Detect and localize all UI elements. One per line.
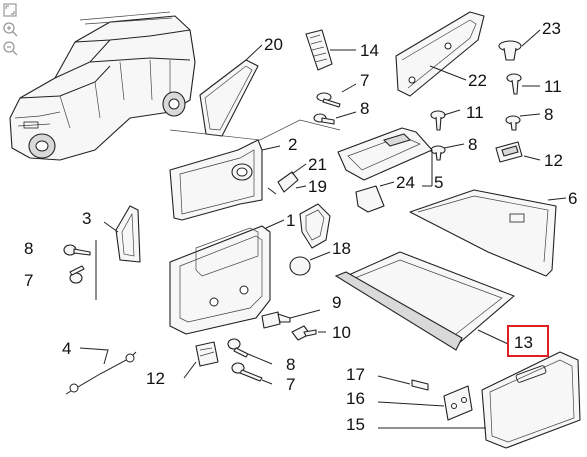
fastener-8-lower[interactable] (227, 338, 273, 365)
callout-10[interactable]: 10 (332, 323, 351, 342)
fastener-8-left[interactable] (63, 244, 91, 256)
part-23-clip[interactable] (498, 29, 541, 61)
callout-13-highlight[interactable]: 13 (507, 325, 549, 357)
callout-16[interactable]: 16 (346, 389, 365, 408)
callout-1[interactable]: 1 (286, 211, 295, 230)
expand-icon[interactable] (2, 2, 18, 18)
zoom-toolbar (2, 2, 22, 59)
callout-24[interactable]: 24 (396, 173, 415, 192)
callout-8-mid[interactable]: 8 (468, 135, 477, 154)
callout-4[interactable]: 4 (62, 339, 71, 358)
part-6-floor-panel[interactable] (409, 189, 567, 277)
callout-7-lower[interactable]: 7 (286, 375, 295, 394)
part-12-lower-clip[interactable] (183, 341, 219, 379)
part-3-pillar-trim[interactable] (95, 205, 141, 300)
fastener-8-top[interactable] (313, 111, 357, 125)
callout-14[interactable]: 14 (360, 41, 379, 60)
fastener-11-mid[interactable] (430, 109, 461, 131)
callout-22[interactable]: 22 (468, 71, 487, 90)
part-16-bracket[interactable] (377, 385, 473, 421)
callout-11-mid[interactable]: 11 (466, 103, 484, 122)
part-19-mount[interactable] (267, 185, 307, 195)
callout-6[interactable]: 6 (568, 189, 577, 208)
part-14-vent-grille[interactable] (305, 29, 356, 71)
part-22-upper-trim[interactable] (395, 11, 485, 97)
fastener-9[interactable] (261, 309, 321, 329)
callout-7-top[interactable]: 7 (360, 71, 369, 90)
callout-8-top[interactable]: 8 (360, 99, 369, 118)
part-2-upper-side-trim[interactable] (169, 119, 341, 221)
vehicle-thumbnail (9, 11, 196, 161)
part-19-pad[interactable] (299, 203, 331, 249)
callout-12-right[interactable]: 12 (544, 151, 563, 170)
callout-labels: 20 14 23 7 22 11 8 11 8 2 8 21 12 19 24 … (24, 19, 577, 434)
fastener-7-left[interactable] (69, 265, 85, 284)
part-15-side-cover[interactable] (378, 351, 581, 449)
part-5-storage-tray[interactable] (337, 127, 433, 187)
part-12-right-clip[interactable] (495, 141, 541, 163)
callout-2[interactable]: 2 (288, 135, 297, 154)
zoom-in-icon[interactable] (2, 21, 18, 37)
fastener-7-top[interactable] (316, 83, 357, 108)
callout-21[interactable]: 21 (308, 155, 327, 174)
callout-12-lower[interactable]: 12 (146, 369, 165, 388)
part-21-bracket[interactable] (277, 163, 307, 193)
callout-7-left[interactable]: 7 (24, 271, 33, 290)
callout-13[interactable]: 13 (514, 333, 533, 352)
highlight-box (507, 325, 549, 357)
fastener-8-mid[interactable] (430, 143, 465, 161)
part-13-tonneau-cover[interactable] (334, 251, 515, 351)
callout-8-right[interactable]: 8 (544, 105, 553, 124)
callout-17[interactable]: 17 (346, 365, 365, 384)
callout-19[interactable]: 19 (308, 177, 327, 196)
callout-15[interactable]: 15 (346, 415, 365, 434)
callout-23[interactable]: 23 (542, 19, 561, 38)
callout-3[interactable]: 3 (82, 209, 91, 228)
callout-8-lower[interactable]: 8 (286, 355, 295, 374)
fastener-7-lower[interactable] (231, 362, 273, 385)
part-20-quarter-glass[interactable] (199, 44, 263, 137)
callout-8-left[interactable]: 8 (24, 239, 33, 258)
fastener-17[interactable] (377, 375, 429, 391)
fastener-10[interactable] (291, 325, 326, 341)
callout-9[interactable]: 9 (332, 293, 341, 312)
part-4-cable[interactable] (65, 347, 137, 395)
part-24-cover[interactable] (355, 181, 395, 213)
fastener-11-right[interactable] (506, 73, 540, 95)
part-1-lower-side-trim[interactable] (169, 219, 285, 335)
callout-18[interactable]: 18 (332, 239, 351, 258)
fastener-8-right[interactable] (505, 113, 541, 131)
part-18-cap[interactable] (289, 251, 331, 276)
callout-11-right[interactable]: 11 (544, 77, 562, 96)
callout-20[interactable]: 20 (264, 35, 283, 54)
zoom-out-icon[interactable] (2, 40, 18, 56)
callout-5[interactable]: 5 (434, 173, 443, 192)
